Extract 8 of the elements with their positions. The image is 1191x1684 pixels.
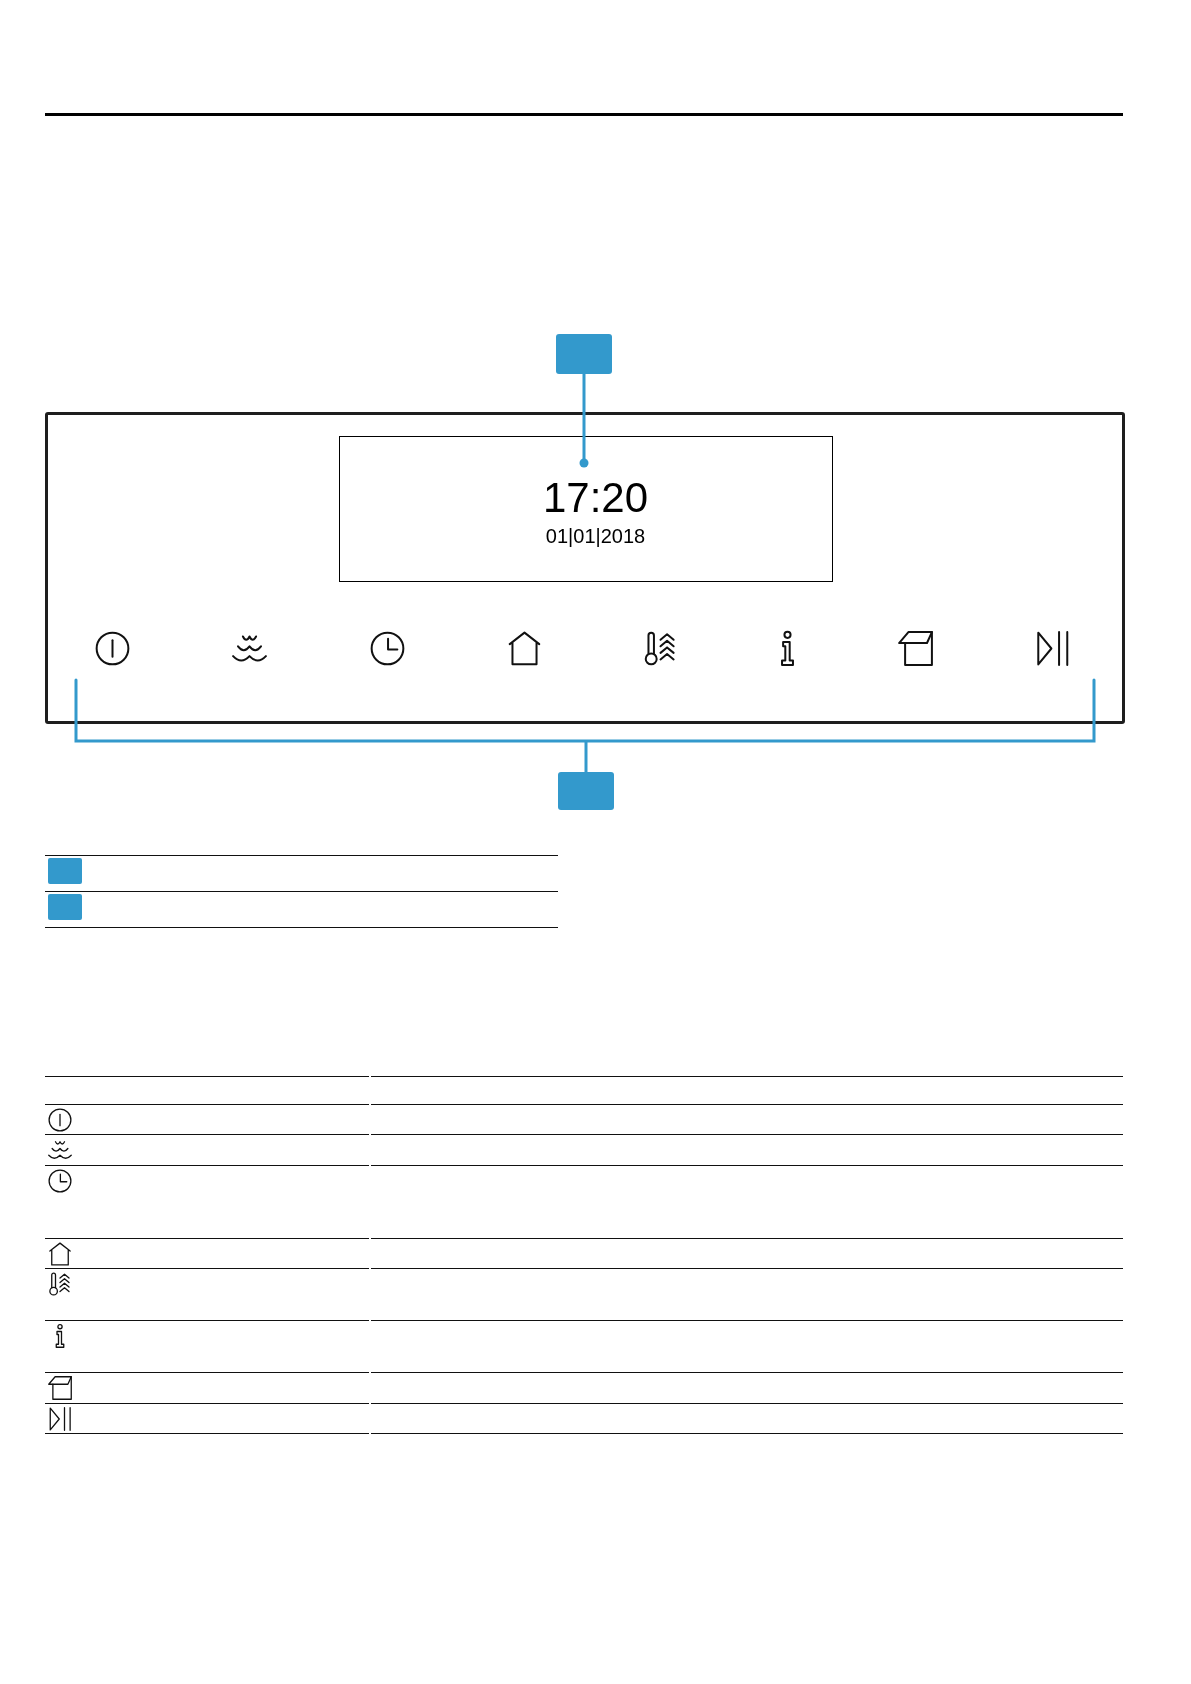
display-screen — [339, 436, 833, 582]
date-text: 01|01|2018 — [545, 526, 646, 546]
callout-box — [558, 772, 614, 810]
control-panel — [45, 412, 1125, 724]
clock-time: 17:20 — [542, 477, 649, 519]
callout-box — [556, 334, 612, 374]
leader-line — [579, 374, 589, 468]
leader-line — [584, 741, 588, 772]
